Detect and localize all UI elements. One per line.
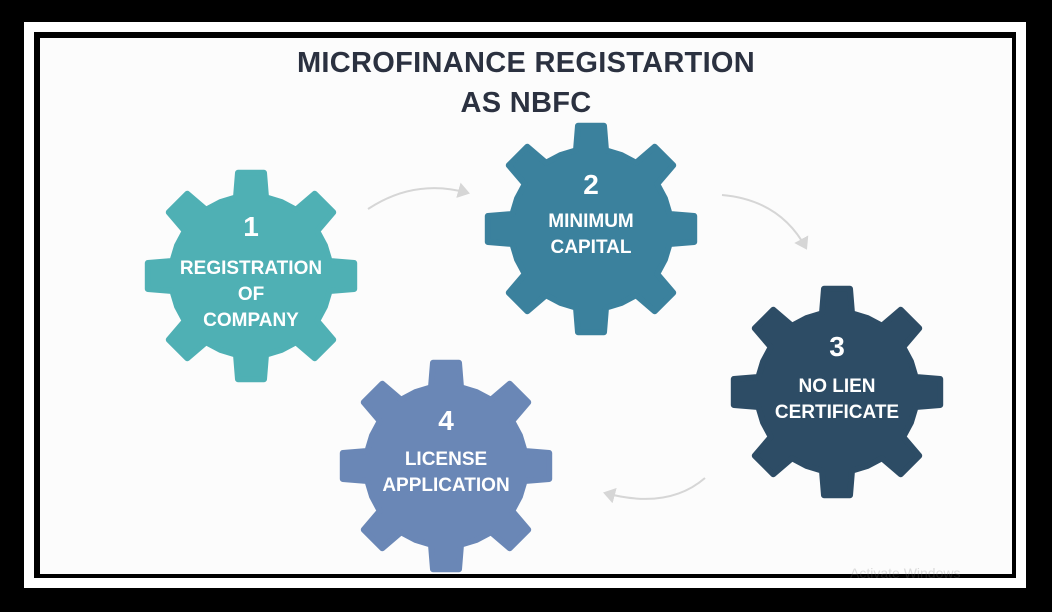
step-3-label-line-2: CERTIFICATE bbox=[775, 402, 899, 423]
step-2-label-line-1: MINIMUM bbox=[548, 211, 633, 232]
gear-step-4: 4 LICENSE APPLICATION bbox=[339, 359, 553, 573]
step-2-label-line-2: CAPITAL bbox=[551, 237, 632, 258]
step-1-label-line-2: OF bbox=[238, 284, 264, 305]
arrow-step1-to-step2 bbox=[367, 182, 470, 210]
arrow-step2-to-step3 bbox=[721, 194, 809, 250]
gear-step-2: 2 MINIMUM CAPITAL bbox=[484, 122, 698, 336]
step-3-number: 3 bbox=[829, 331, 845, 362]
step-4-label-line-1: LICENSE bbox=[405, 449, 487, 470]
gear-4-shape bbox=[339, 359, 553, 573]
step-3-label-line-1: NO LIEN bbox=[798, 376, 875, 397]
step-1-label-line-3: COMPANY bbox=[203, 310, 299, 331]
gear-step-1: 1 REGISTRATION OF COMPANY bbox=[144, 169, 358, 383]
gear-2-shape bbox=[484, 122, 698, 336]
gear-3-shape bbox=[730, 285, 944, 499]
gear-step-3: 3 NO LIEN CERTIFICATE bbox=[730, 285, 944, 499]
step-2-number: 2 bbox=[583, 169, 599, 200]
arrow-step3-to-step4 bbox=[603, 477, 706, 504]
step-1-number: 1 bbox=[243, 211, 259, 242]
step-4-label-line-2: APPLICATION bbox=[382, 475, 509, 496]
step-1-label-line-1: REGISTRATION bbox=[180, 258, 322, 279]
activate-windows-watermark: Activate Windows bbox=[850, 565, 961, 581]
gear-1-shape bbox=[144, 169, 358, 383]
step-4-number: 4 bbox=[438, 405, 454, 436]
diagram-title-line-1: MICROFINANCE REGISTARTION bbox=[296, 47, 756, 79]
diagram-title-line-2: AS NBFC bbox=[460, 87, 592, 119]
